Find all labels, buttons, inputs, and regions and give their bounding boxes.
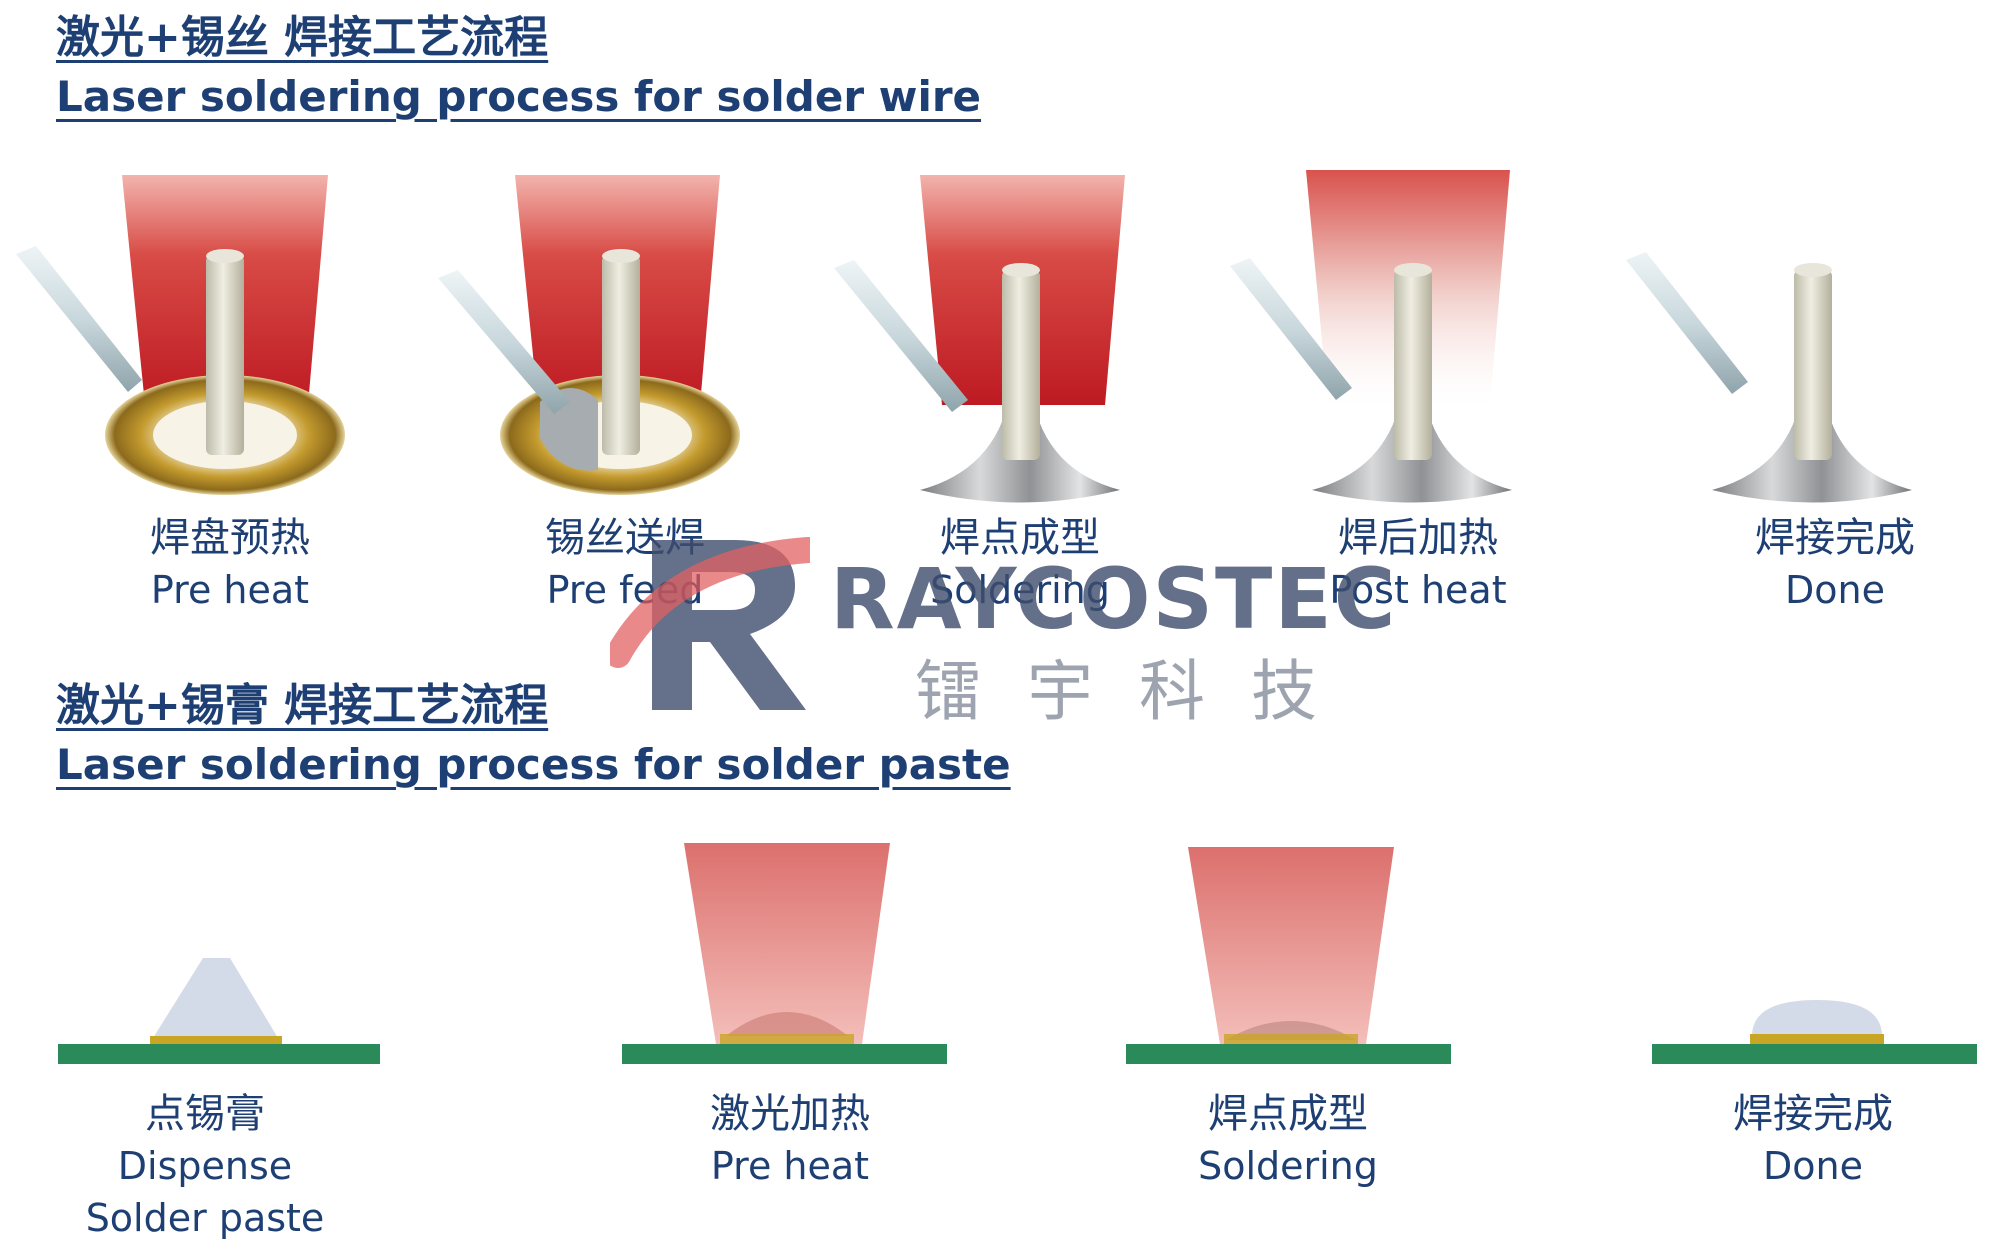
paste-step-preheat-illustration: [622, 843, 947, 1064]
paste-step-done-illustration: [1652, 1000, 1977, 1064]
paste-step-4-cn: 焊接完成: [1733, 1091, 1893, 1137]
raycostec-watermark-logo: RAYCOSTEC 镭宇科技: [610, 530, 1395, 730]
wire-step-4: 焊后加热 Post heat: [1298, 512, 1538, 616]
paste-section-heading: 激光+锡膏 焊接工艺流程 Laser soldering process for…: [56, 678, 1011, 792]
paste-step-1-en2: Solder paste: [85, 1196, 325, 1240]
paste-step-3-cn: 焊点成型: [1208, 1091, 1368, 1137]
paste-step-4-en: Done: [1763, 1144, 1863, 1188]
paste-step-2-en: Pre heat: [710, 1144, 870, 1188]
wire-title-cn: 激光+锡丝 焊接工艺流程: [56, 12, 549, 63]
wire-step-3-cn: 焊点成型: [940, 515, 1100, 561]
paste-title-cn: 激光+锡膏 焊接工艺流程: [56, 680, 549, 731]
wire-step-prefeed-illustration: [438, 175, 740, 495]
paste-step-dispense-illustration: [58, 958, 380, 1064]
paste-step-3-en: Soldering: [1198, 1144, 1378, 1188]
paste-step-4: 焊接完成 Done: [1678, 1088, 1948, 1192]
wire-step-preheat-illustration: [16, 175, 345, 495]
wire-step-4-en: Post heat: [1329, 568, 1507, 612]
wire-step-5: 焊接完成 Done: [1715, 512, 1955, 616]
paste-step-2: 激光加热 Pre heat: [655, 1088, 925, 1192]
watermark-name-cn: 镭宇科技: [915, 653, 1363, 730]
wire-step-4-cn: 焊后加热: [1338, 515, 1498, 561]
paste-step-1: 点锡膏 Dispense Solder paste: [70, 1088, 340, 1244]
paste-title-en: Laser soldering process for solder paste: [56, 740, 1011, 789]
wire-step-soldering-illustration: [834, 175, 1125, 503]
wire-step-1: 焊盘预热 Pre heat: [110, 512, 350, 616]
wire-step-5-cn: 焊接完成: [1755, 515, 1915, 561]
wire-step-postheat-illustration: [1230, 170, 1512, 503]
wire-step-1-en: Pre heat: [150, 568, 310, 612]
wire-step-3: 焊点成型 Soldering: [900, 512, 1140, 616]
wire-step-1-cn: 焊盘预热: [150, 515, 310, 561]
paste-step-soldering-illustration: [1126, 847, 1451, 1064]
wire-step-5-en: Done: [1785, 568, 1885, 612]
wire-step-done-illustration: [1626, 252, 1912, 503]
logo-r-icon: [610, 537, 810, 710]
paste-step-1-cn: 点锡膏: [145, 1091, 265, 1137]
wire-step-3-en: Soldering: [930, 568, 1110, 612]
watermark-name: RAYCOSTEC: [830, 550, 1398, 648]
paste-step-1-en: Dispense: [117, 1144, 293, 1188]
paste-step-3: 焊点成型 Soldering: [1153, 1088, 1423, 1192]
wire-section-heading: 激光+锡丝 焊接工艺流程 Laser soldering process for…: [56, 10, 981, 124]
wire-title-en: Laser soldering process for solder wire: [56, 72, 982, 121]
paste-step-2-cn: 激光加热: [710, 1091, 870, 1137]
